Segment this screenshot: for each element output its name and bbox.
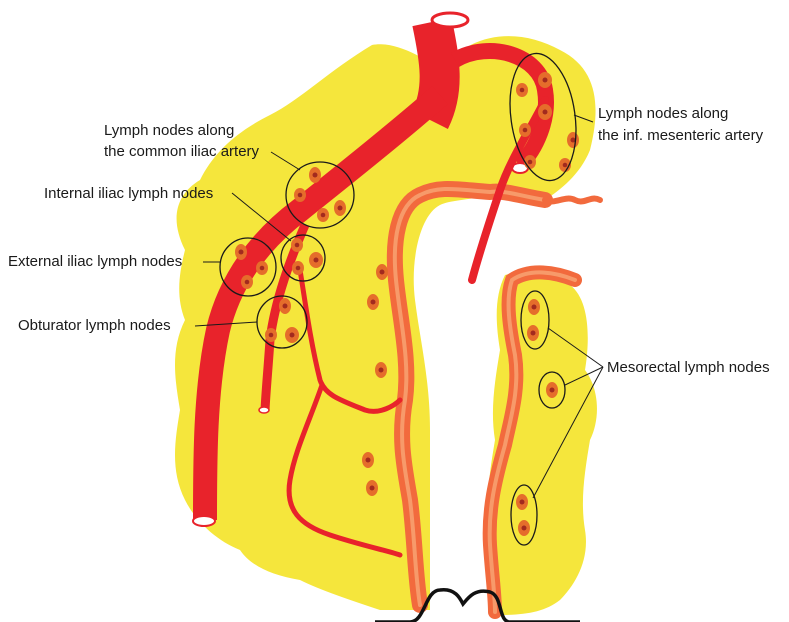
common-iliac-cut-end bbox=[193, 516, 215, 526]
label-obturator: Obturator lymph nodes bbox=[18, 317, 171, 334]
label-mesorectal: Mesorectal lymph nodes bbox=[607, 359, 770, 376]
sigmoid-branch bbox=[545, 199, 600, 202]
label-inf-mesenteric-line1: Lymph nodes along bbox=[598, 105, 728, 122]
aorta-cut-end bbox=[432, 13, 468, 27]
internal-iliac-cut-end bbox=[259, 407, 269, 413]
label-external-iliac: External iliac lymph nodes bbox=[8, 253, 182, 270]
label-common-iliac-line2: the common iliac artery bbox=[104, 143, 260, 160]
label-internal-iliac: Internal iliac lymph nodes bbox=[44, 185, 213, 202]
label-common-iliac-line1: Lymph nodes along bbox=[104, 122, 234, 139]
label-inf-mesenteric-line2: the inf. mesenteric artery bbox=[598, 127, 764, 144]
